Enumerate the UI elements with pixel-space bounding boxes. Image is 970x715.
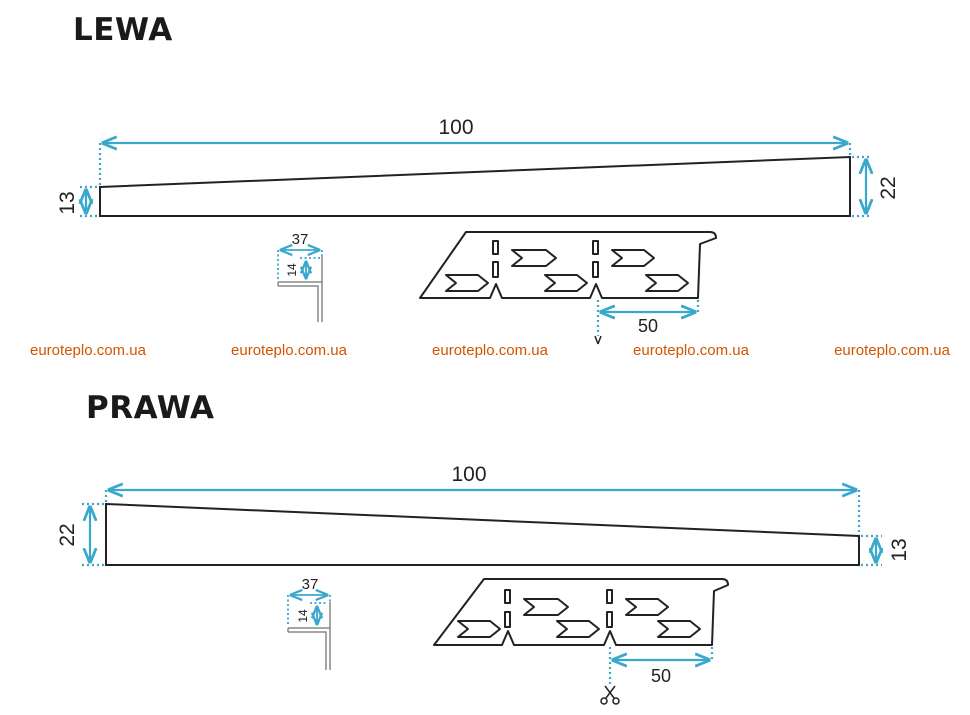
lewa-left-height-dimension <box>80 185 98 218</box>
lewa-left-height-label: 13 <box>56 191 79 214</box>
lewa-cross-section <box>277 250 323 322</box>
scissors-icon <box>600 685 620 705</box>
lewa-length-label: 100 <box>438 116 473 139</box>
prawa-diagram: 100 22 13 <box>56 463 911 705</box>
watermark-text: euroteplo.com.ua <box>432 342 548 359</box>
lewa-lip-label: 14 <box>285 263 299 277</box>
prawa-left-height-dimension <box>82 502 104 567</box>
prawa-right-height-dimension <box>861 534 882 567</box>
lewa-profile-side-view <box>99 155 851 217</box>
lewa-flat-pattern <box>419 231 717 299</box>
watermark-row: euroteplo.com.ua euroteplo.com.ua eurote… <box>30 342 950 359</box>
lewa-length-dimension <box>98 143 852 185</box>
lewa-width-label: 37 <box>292 231 309 248</box>
prawa-lip-label: 14 <box>296 609 310 623</box>
prawa-profile-side-view <box>105 502 860 566</box>
prawa-segment-label: 50 <box>651 666 671 686</box>
prawa-flat-pattern <box>433 578 729 646</box>
watermark-text: euroteplo.com.ua <box>30 342 146 359</box>
section-title-lewa: LEWA <box>73 12 173 48</box>
watermark-text: euroteplo.com.ua <box>834 342 950 359</box>
prawa-right-height-label: 13 <box>888 538 911 561</box>
prawa-left-height-label: 22 <box>56 523 79 546</box>
lewa-diagram: 100 13 22 <box>56 116 900 345</box>
prawa-cross-section <box>287 595 331 670</box>
watermark-text: euroteplo.com.ua <box>633 342 749 359</box>
scissors-icon <box>594 335 602 345</box>
prawa-length-dimension <box>104 490 861 534</box>
prawa-length-label: 100 <box>451 463 486 486</box>
lewa-segment-dimension <box>596 300 700 336</box>
prawa-segment-dimension <box>608 647 714 685</box>
lewa-right-height-label: 22 <box>877 176 900 199</box>
lewa-right-height-dimension <box>852 155 872 218</box>
section-title-prawa: PRAWA <box>86 390 215 426</box>
lewa-segment-label: 50 <box>638 316 658 336</box>
prawa-width-label: 37 <box>302 576 319 593</box>
watermark-text: euroteplo.com.ua <box>231 342 347 359</box>
